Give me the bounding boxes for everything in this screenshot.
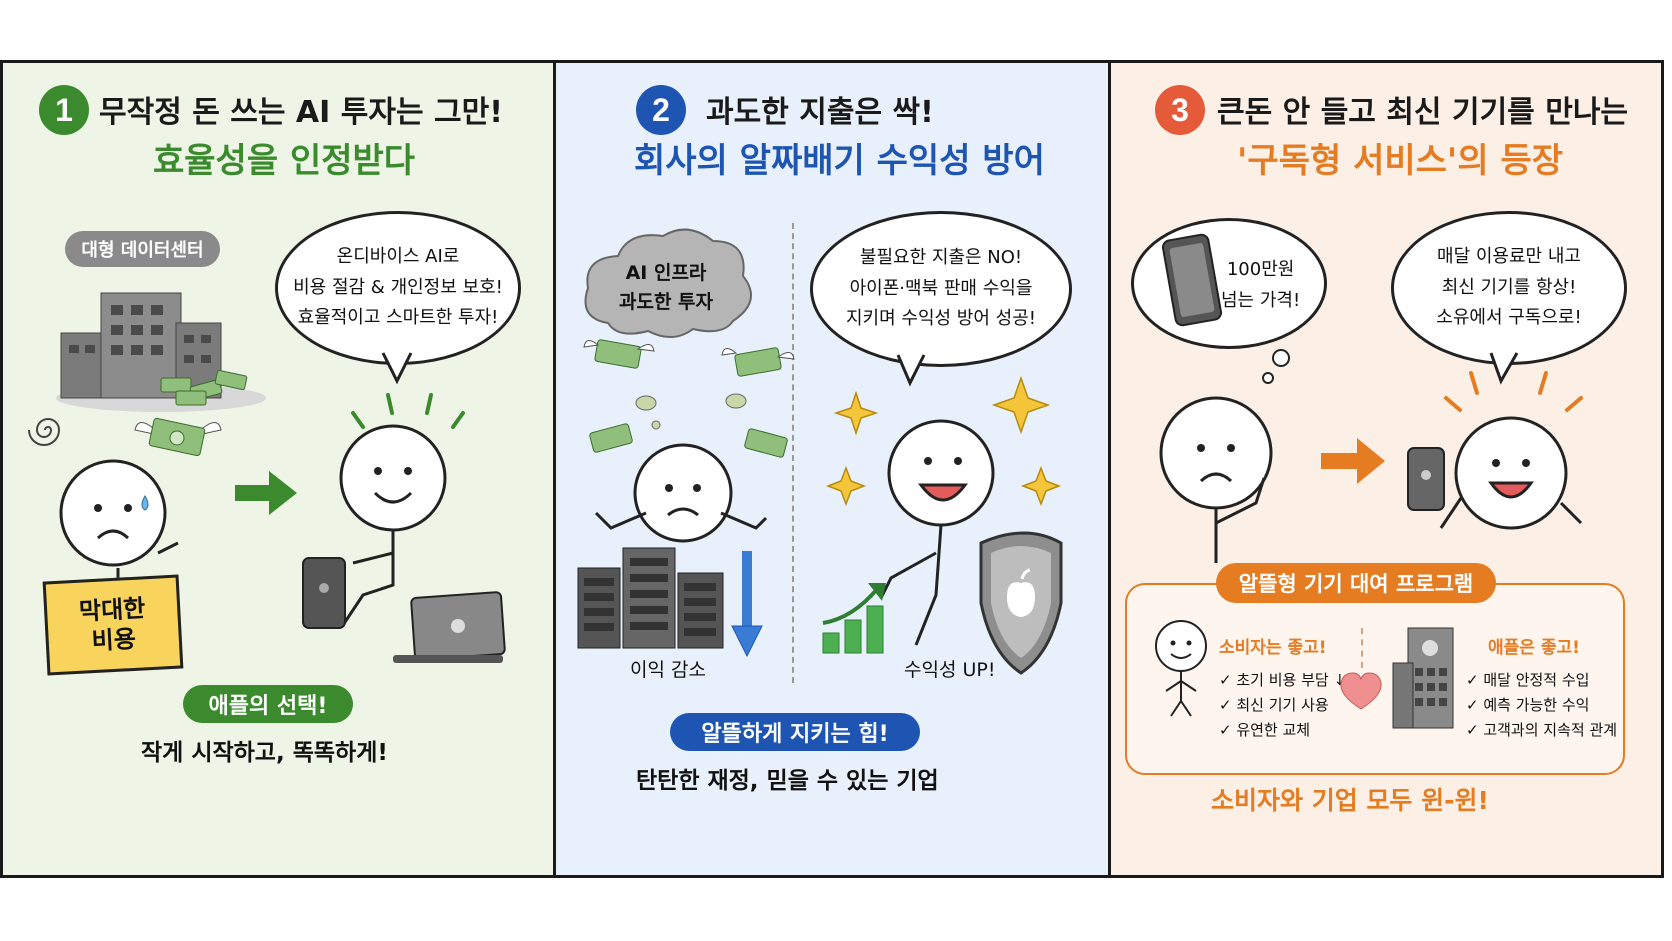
- happy-person-with-shield-icon: [879, 419, 1063, 675]
- datacenter-label: 대형 데이터센터: [65, 231, 220, 267]
- panel-1: 1 무작정 돈 쓰는 AI 투자는 그만! 효율성을 인정받다 대형 데이터센터: [3, 63, 556, 875]
- box-divider: [1361, 628, 1363, 668]
- panel-2-caption: 탄탄한 재정, 믿을 수 있는 기업: [636, 768, 939, 794]
- panel-3-speech-bubble: 매달 이용료만 내고 최신 기기를 항상! 소유에서 구독으로!: [1391, 211, 1627, 365]
- huge-cost-sign-line-1: 막대한: [78, 594, 147, 626]
- ai-infra-cloud-text: AI 인프라 과도한 투자: [596, 259, 736, 318]
- server-racks-icon: [577, 547, 724, 649]
- thought-line-2: 넘는 가격!: [1221, 289, 1301, 311]
- consumer-title: 소비자는 좋고!: [1219, 638, 1327, 658]
- bubble-3-line-1: 매달 이용료만 내고: [1437, 246, 1581, 268]
- price-thought-text: 100만원 넘는 가격!: [1221, 255, 1300, 316]
- consumer-item-1: ✓ 초기 비용 부담 ↓: [1219, 671, 1347, 689]
- gray-cloud-icon: [584, 228, 752, 338]
- bubble-2-line-1: 불필요한 지출은 NO!: [859, 247, 1023, 269]
- step-number-1: 1: [39, 85, 89, 135]
- apple-item-3: ✓ 고객과의 지속적 관계: [1466, 720, 1618, 739]
- bubble-tail-icon: [1489, 352, 1519, 385]
- huge-cost-sign: 막대한 비용: [42, 574, 184, 676]
- profit-up-label: 수익성 UP!: [904, 659, 996, 681]
- panel-3: 3 큰돈 안 들고 최신 기기를 만나는 '구독형 서비스'의 등장 100만원…: [1111, 63, 1661, 875]
- cloud-line-1: AI 인프라: [625, 262, 707, 284]
- smart-protect-badge: 알뜰하게 지키는 힘!: [670, 713, 920, 751]
- happy-person-with-phone-icon: [1407, 371, 1583, 530]
- panel-2-speech-bubble: 불필요한 지출은 NO! 아이폰·맥북 판매 수익을 지키며 수익성 방어 성공…: [810, 211, 1072, 367]
- step-number-2: 2: [636, 85, 686, 135]
- panel-1-headline: 무작정 돈 쓰는 AI 투자는 그만!: [99, 95, 503, 130]
- datacenter-buildings-icon: [56, 292, 266, 412]
- consumer-benefits: 소비자는 좋고! ✓ 초기 비용 부담 ↓ ✓ 최신 기기 사용 ✓ 유연한 교…: [1219, 633, 1346, 742]
- panel-2-subheadline: 회사의 알짜배기 수익성 방어: [634, 141, 1045, 181]
- step-number-3: 3: [1155, 85, 1205, 135]
- bubble-tail-icon: [896, 354, 926, 387]
- down-arrow-icon: [731, 551, 763, 658]
- bubble-1-line-2: 비용 절감 & 개인정보 보호!: [293, 276, 503, 298]
- bubble-2-line-3: 지키며 수익성 방어 성공!: [846, 308, 1036, 330]
- bubble-3-line-3: 소유에서 구독으로!: [1436, 307, 1582, 329]
- cloud-line-2: 과도한 투자: [618, 291, 713, 314]
- apple-item-1: ✓ 매달 안정적 수입: [1466, 671, 1590, 689]
- apple-building-icon: [1392, 627, 1454, 729]
- bubble-1-line-1: 온디바이스 AI로: [336, 246, 460, 268]
- heart-icon: [1340, 672, 1382, 710]
- panel-3-headline: 큰돈 안 들고 최신 기기를 만나는: [1217, 95, 1629, 130]
- panel-3-caption: 소비자와 기업 모두 윈-윈!: [1211, 786, 1489, 815]
- bubble-2-line-2: 아이폰·맥북 판매 수익을: [849, 277, 1033, 299]
- growth-chart-icon: [822, 583, 886, 654]
- price-thought-bubble: [1131, 218, 1327, 349]
- apple-title: 애플은 좋고!: [1488, 638, 1580, 658]
- worried-person-icon: [1159, 396, 1273, 563]
- thought-line-1: 100만원: [1226, 259, 1295, 280]
- apple-choice-badge: 애플의 선택!: [183, 685, 353, 723]
- smartphone-icon: [1161, 233, 1223, 327]
- dizzy-swirl-icon: [28, 418, 61, 446]
- worried-person-icon: [594, 443, 768, 543]
- panel-1-caption: 작게 시작하고, 똑똑하게!: [141, 740, 388, 766]
- panel-2: 2 과도한 지출은 싹! 회사의 알짜배기 수익성 방어 AI 인프라 과도한 …: [556, 63, 1111, 875]
- panel-2-divider: [792, 223, 794, 683]
- bubble-tail-icon: [381, 352, 413, 385]
- apple-item-2: ✓ 예측 가능한 수익: [1466, 695, 1590, 714]
- apple-benefits: 애플은 좋고! ✓ 매달 안정적 수입 ✓ 예측 가능한 수익 ✓ 고객과의 지…: [1466, 633, 1617, 742]
- panel-2-headline: 과도한 지출은 싹!: [706, 95, 934, 130]
- panel-1-speech-bubble: 온디바이스 AI로 비용 절감 & 개인정보 보호! 효율적이고 스마트한 투자…: [275, 211, 521, 365]
- consumer-person-icon: [1155, 620, 1207, 717]
- flying-money-icon: [134, 417, 222, 457]
- rental-program-title: 알뜰형 기기 대여 프로그램: [1216, 563, 1496, 603]
- panel-3-subheadline: '구독형 서비스'의 등장: [1237, 141, 1564, 181]
- bubble-3-line-2: 최신 기기를 항상!: [1441, 276, 1577, 298]
- consumer-item-2: ✓ 최신 기기 사용: [1219, 695, 1329, 714]
- happy-person-with-laptop-icon: [302, 393, 506, 663]
- thought-dots-icon: [1262, 349, 1290, 384]
- panel-1-subheadline: 효율성을 인정받다: [153, 141, 416, 181]
- huge-cost-sign-line-2: 비용: [90, 624, 137, 656]
- flying-money-icon: [583, 339, 795, 458]
- arrow-right-icon: [235, 471, 297, 515]
- profit-down-label: 이익 감소: [630, 659, 706, 681]
- arrow-right-icon: [1321, 438, 1385, 484]
- consumer-item-3: ✓ 유연한 교체: [1219, 720, 1311, 739]
- bubble-1-line-3: 효율적이고 스마트한 투자!: [297, 307, 499, 329]
- infographic-frame: 1 무작정 돈 쓰는 AI 투자는 그만! 효율성을 인정받다 대형 데이터센터: [0, 60, 1664, 878]
